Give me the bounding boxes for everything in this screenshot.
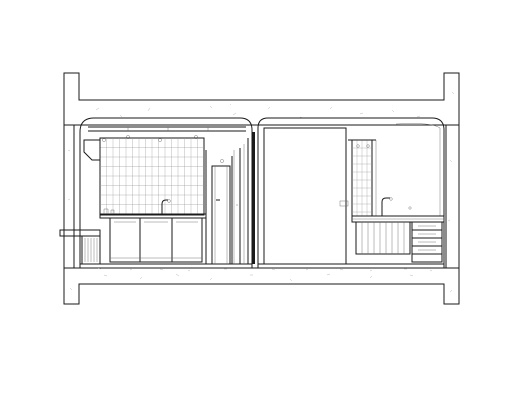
central-partition xyxy=(252,132,255,264)
room-cavities xyxy=(79,117,445,268)
shower-tile-grid xyxy=(352,140,372,216)
vanity-cabinets xyxy=(355,222,411,255)
sink-faucet xyxy=(161,199,168,214)
door-frame xyxy=(214,166,228,264)
vanity-faucet xyxy=(381,197,390,216)
bathroom-cavity xyxy=(257,117,445,268)
kitchen-section xyxy=(59,126,249,272)
doorway xyxy=(211,165,231,265)
vanity-faucet-head xyxy=(389,197,393,201)
kitchen-cavity xyxy=(79,117,253,268)
bathroom-section xyxy=(263,123,445,272)
ceiling-track-joints xyxy=(127,127,209,131)
upper-slab xyxy=(63,72,460,126)
bathroom-floor-texture xyxy=(271,268,433,272)
left-wall xyxy=(63,125,75,268)
concrete-shell: · xyxy=(63,72,460,305)
tile-grid xyxy=(100,138,204,214)
glass-screen xyxy=(375,123,441,216)
counter-items xyxy=(103,208,115,214)
ceiling-track xyxy=(88,126,246,132)
drawer-stack xyxy=(411,221,443,263)
tileGrid-lines xyxy=(100,138,204,214)
right-wall xyxy=(445,125,460,268)
vanity-counter xyxy=(351,215,445,223)
kitchen-floor-texture xyxy=(97,267,227,272)
ceiling-spots xyxy=(102,135,224,163)
mirror xyxy=(263,127,347,265)
base-cabinets xyxy=(109,217,203,263)
lower-slab xyxy=(63,267,460,305)
concrete-mark: · xyxy=(230,102,231,107)
wall-switch xyxy=(339,200,349,207)
wall-panels xyxy=(231,138,249,264)
bathroom-fixtures xyxy=(356,144,412,210)
showerGrid-lines xyxy=(352,140,372,216)
wall-hood xyxy=(83,139,101,161)
radiator xyxy=(81,235,101,265)
radiator-fins xyxy=(84,238,98,262)
faucet-head xyxy=(167,199,171,203)
